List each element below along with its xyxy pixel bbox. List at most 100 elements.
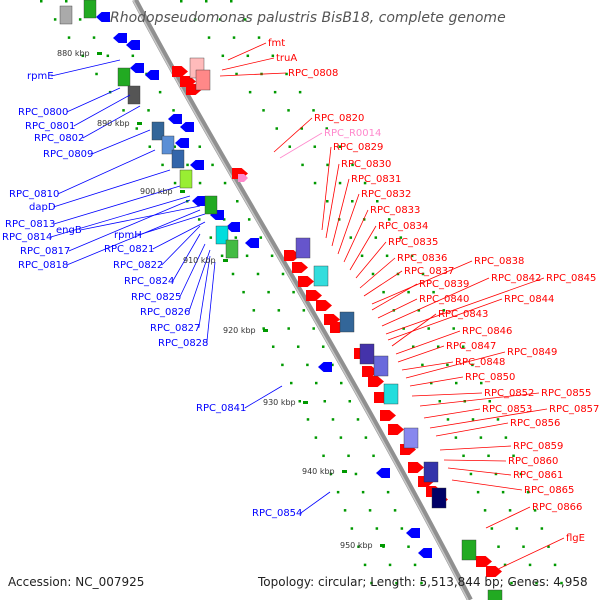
grid-dot (267, 290, 270, 294)
leader-line (377, 298, 418, 319)
grid-dot (236, 200, 239, 203)
grid-dot (528, 563, 532, 567)
grid-dot (429, 381, 433, 385)
leader-line (279, 132, 323, 159)
scale-tick-mark (223, 259, 228, 262)
grid-dot (361, 490, 365, 494)
leader-line (50, 195, 191, 238)
grid-dot (349, 236, 353, 239)
leader-line (371, 260, 473, 305)
grid-dot (92, 36, 96, 39)
grid-dot (277, 309, 281, 312)
reverse-gene-arrow (175, 138, 189, 148)
scale-tick-label: 890 kbp (97, 119, 130, 128)
grid-dot (242, 290, 245, 294)
grid-dot (421, 363, 424, 367)
scale-tick-mark (303, 401, 308, 404)
grid-dot (325, 127, 329, 130)
grid-dot (427, 327, 430, 330)
gene-label-rpc-0800: RPC_0800 (18, 107, 68, 118)
grid-dot (339, 436, 343, 439)
grid-dot (198, 181, 202, 185)
leader-line (401, 361, 454, 371)
grid-dot (275, 127, 279, 130)
grid-dot (417, 309, 421, 312)
grid-dot (220, 254, 224, 258)
leader-line (82, 105, 141, 139)
leader-line (491, 537, 565, 573)
grid-dot (413, 563, 417, 567)
grid-dot (407, 545, 410, 548)
grid-dot (198, 145, 202, 148)
gene-label-rpc-0831: RPC_0831 (351, 174, 401, 185)
gene-label-rpc-0835: RPC_0835 (388, 237, 438, 248)
reverse-gene-box (161, 135, 175, 155)
gene-label-rpc-0837: RPC_0837 (404, 266, 454, 277)
grid-dot (438, 400, 442, 403)
grid-dot (347, 454, 350, 458)
grid-dot (256, 272, 260, 276)
grid-dot (232, 36, 236, 39)
leader-line (359, 257, 396, 289)
grid-dot (348, 400, 352, 403)
gene-label-rpc-0830: RPC_0830 (341, 159, 391, 170)
leader-line (435, 422, 509, 437)
leader-line (221, 57, 275, 71)
leader-line (411, 392, 483, 397)
grid-dot (393, 509, 397, 512)
grid-dot (65, 0, 68, 3)
gene-label-rpc-0847: RPC_0847 (446, 341, 496, 352)
grid-dot (476, 490, 480, 494)
reverse-gene-box (215, 225, 229, 245)
gene-label-rpc-0840: RPC_0840 (419, 294, 469, 305)
gene-label-rpc-0848: RPC_0848 (455, 357, 505, 368)
gene-label-fmt: fmt (268, 38, 285, 49)
grid-dot (223, 181, 227, 185)
grid-dot (436, 345, 440, 348)
leader-line (68, 199, 191, 252)
gene-label-rpc-r0014: RPC_R0014 (324, 128, 381, 139)
grid-dot (296, 345, 300, 348)
grid-dot (479, 381, 483, 385)
grid-dot (442, 309, 446, 312)
grid-dot (395, 581, 398, 585)
grid-dot (262, 327, 265, 330)
grid-dot (374, 236, 378, 239)
grid-dot (533, 509, 537, 512)
gene-label-rpc-0829: RPC_0829 (333, 142, 383, 153)
grid-dot (535, 581, 538, 585)
grid-dot (351, 200, 354, 203)
grid-dot (350, 527, 354, 530)
leader-line (363, 270, 403, 297)
grid-dot (306, 363, 309, 367)
gene-label-rpc-0821: RPC_0821 (104, 244, 154, 255)
leader-line (349, 225, 377, 271)
grid-dot (147, 109, 150, 112)
grid-dot (131, 54, 135, 58)
grid-dot (338, 181, 342, 185)
gene-label-rpc-0814: RPC_0814 (2, 232, 52, 243)
gene-label-rpc-0826: RPC_0826 (140, 307, 190, 318)
gene-label-rpc-0852: RPC_0852 (484, 388, 534, 399)
grid-dot (410, 254, 414, 258)
grid-dot (180, 0, 183, 3)
grid-dot (298, 90, 302, 94)
forward-gene-box (339, 311, 355, 333)
gene-features (59, 0, 503, 600)
forward-gene-arrow (380, 410, 396, 421)
grid-dot (314, 436, 318, 439)
leader-line (395, 330, 461, 355)
grid-dot (245, 254, 249, 258)
leader-line (325, 163, 340, 239)
grid-dot (462, 454, 465, 458)
forward-gene-box (373, 355, 389, 377)
forward-gene-box (383, 383, 399, 405)
grid-dot (312, 327, 315, 330)
grid-dot (526, 490, 530, 494)
grid-dot (519, 472, 523, 476)
gene-label-rpc-0838: RPC_0838 (474, 256, 524, 267)
grid-dot (235, 72, 238, 76)
grid-dot (375, 527, 379, 530)
grid-dot (469, 472, 473, 476)
